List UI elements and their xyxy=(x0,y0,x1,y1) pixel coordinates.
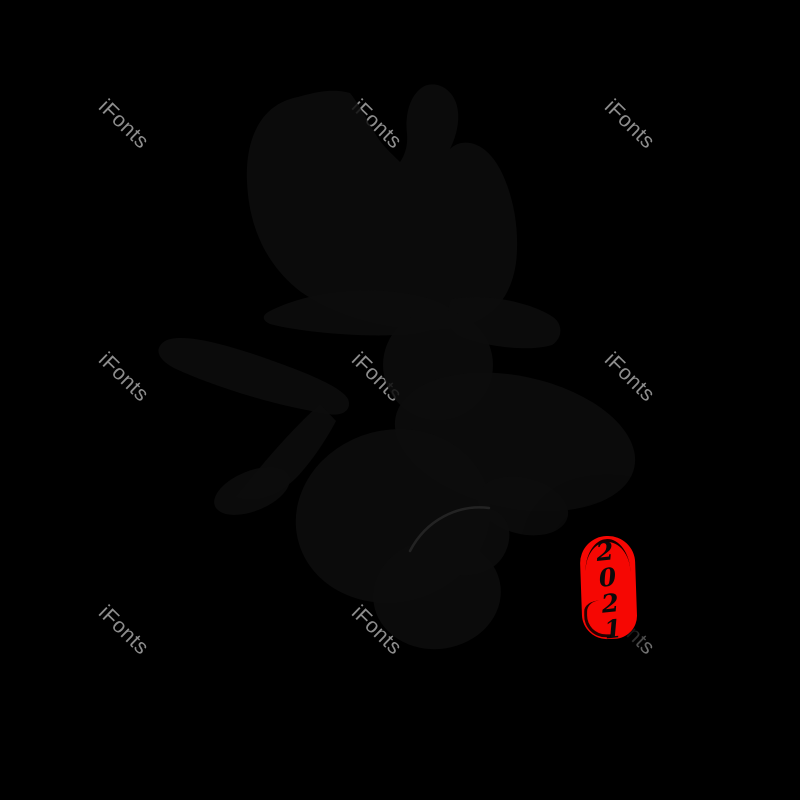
seal-year-text: 2021 xyxy=(588,535,629,642)
calligraphy-stroke-hook xyxy=(412,507,510,576)
calligraphy-stroke-sweep xyxy=(158,338,350,415)
calligraphy-stroke-diagonal-cap xyxy=(214,467,290,515)
year-seal-stamp: 2021 xyxy=(579,535,638,642)
calligraphy-stroke-top-blob xyxy=(246,84,518,330)
calligraphy-hook-edge-highlight xyxy=(408,506,491,553)
